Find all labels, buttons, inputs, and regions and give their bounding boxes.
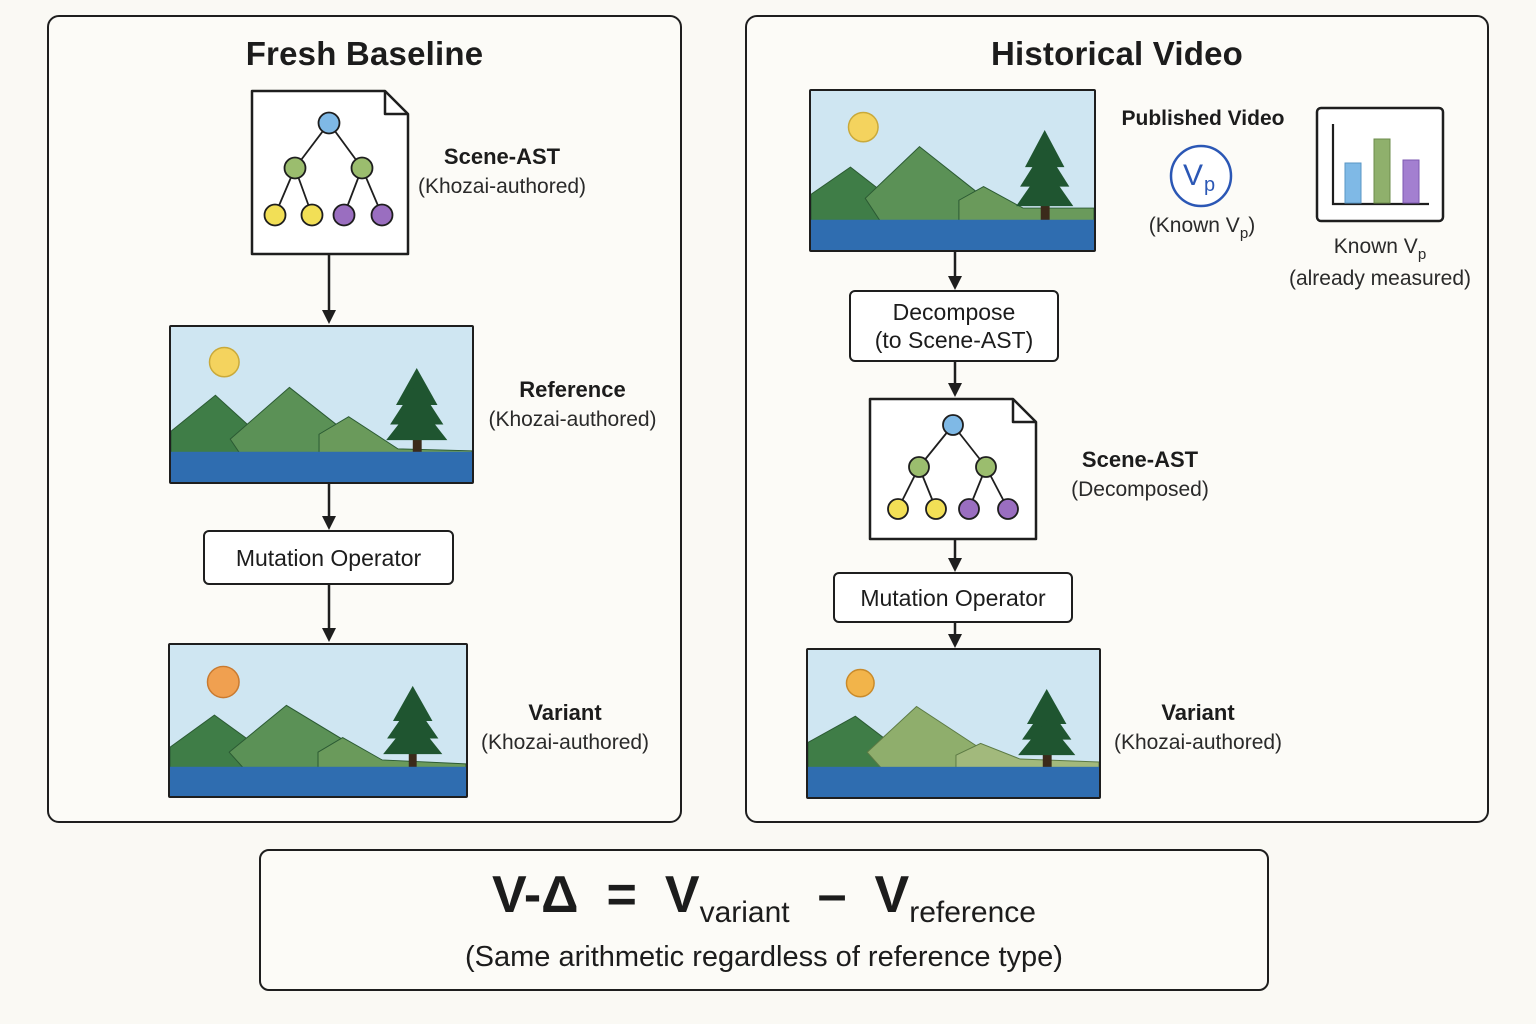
known-vp-label: Known Vp (already measured) <box>1288 235 1472 290</box>
published-video-scene-image <box>809 89 1096 252</box>
scene-ast-label-left: Scene-AST (Khozai-authored) <box>417 144 587 198</box>
fresh-baseline-title: Fresh Baseline <box>245 35 484 72</box>
vp-badge-main: V <box>1183 159 1203 192</box>
ast-leaf-node <box>887 498 909 520</box>
ast-leaf-node <box>958 498 980 520</box>
ast-leaf-node <box>370 203 394 227</box>
formula-box: V-Δ=Vvariant–Vreference (Same arithmetic… <box>259 849 1269 991</box>
mutation-operator-box-left: Mutation Operator <box>203 530 454 585</box>
variant-label-right: Variant (Khozai-authored) <box>1113 700 1283 754</box>
vp-badge-icon: V p <box>1168 143 1234 209</box>
pine-tree-icon <box>1018 688 1076 769</box>
scene-ast-label-right: Scene-AST (Decomposed) <box>1071 447 1209 501</box>
known-vp-caption: (Known Vp) <box>1148 214 1256 242</box>
decompose-box: Decompose (to Scene-AST) <box>849 290 1059 362</box>
scene-ast-document-right <box>868 397 1038 541</box>
bar-purple <box>1402 159 1420 204</box>
ast-root-node <box>317 111 341 135</box>
ast-leaf-node <box>332 203 356 227</box>
known-vp-bar-chart-icon <box>1315 106 1445 223</box>
sun-icon <box>206 665 240 699</box>
ast-leaf-node <box>300 203 324 227</box>
ast-branch-node <box>350 156 374 180</box>
reference-scene-image <box>169 325 474 484</box>
historical-video-title: Historical Video <box>990 35 1243 72</box>
pine-tree-icon <box>383 685 443 769</box>
ast-leaf-node <box>997 498 1019 520</box>
bar-blue <box>1344 162 1362 204</box>
variant-scene-image-right <box>806 648 1101 799</box>
ast-root-node <box>942 414 964 436</box>
ast-branch-node <box>283 156 307 180</box>
sun-icon <box>847 111 879 143</box>
pine-tree-icon <box>386 367 448 454</box>
mutation-operator-box-right: Mutation Operator <box>833 572 1073 623</box>
variant-scene-image-left <box>168 643 468 798</box>
v-delta-formula: V-Δ=Vvariant–Vreference <box>492 866 1036 929</box>
reference-label: Reference (Khozai-authored) <box>488 377 657 431</box>
ast-leaf-node <box>925 498 947 520</box>
vp-badge-sub: p <box>1204 174 1215 196</box>
formula-caption: (Same arithmetic regardless of reference… <box>465 941 1063 973</box>
ast-leaf-node <box>263 203 287 227</box>
pine-tree-icon <box>1016 130 1074 221</box>
sun-icon <box>208 346 240 378</box>
ast-branch-node <box>975 456 997 478</box>
variant-label-left: Variant (Khozai-authored) <box>480 700 650 754</box>
ast-branch-node <box>908 456 930 478</box>
scene-ast-document-left <box>250 89 410 256</box>
published-video-label: Published Video <box>1121 107 1285 130</box>
sun-icon <box>845 668 875 698</box>
bar-green <box>1373 138 1391 204</box>
